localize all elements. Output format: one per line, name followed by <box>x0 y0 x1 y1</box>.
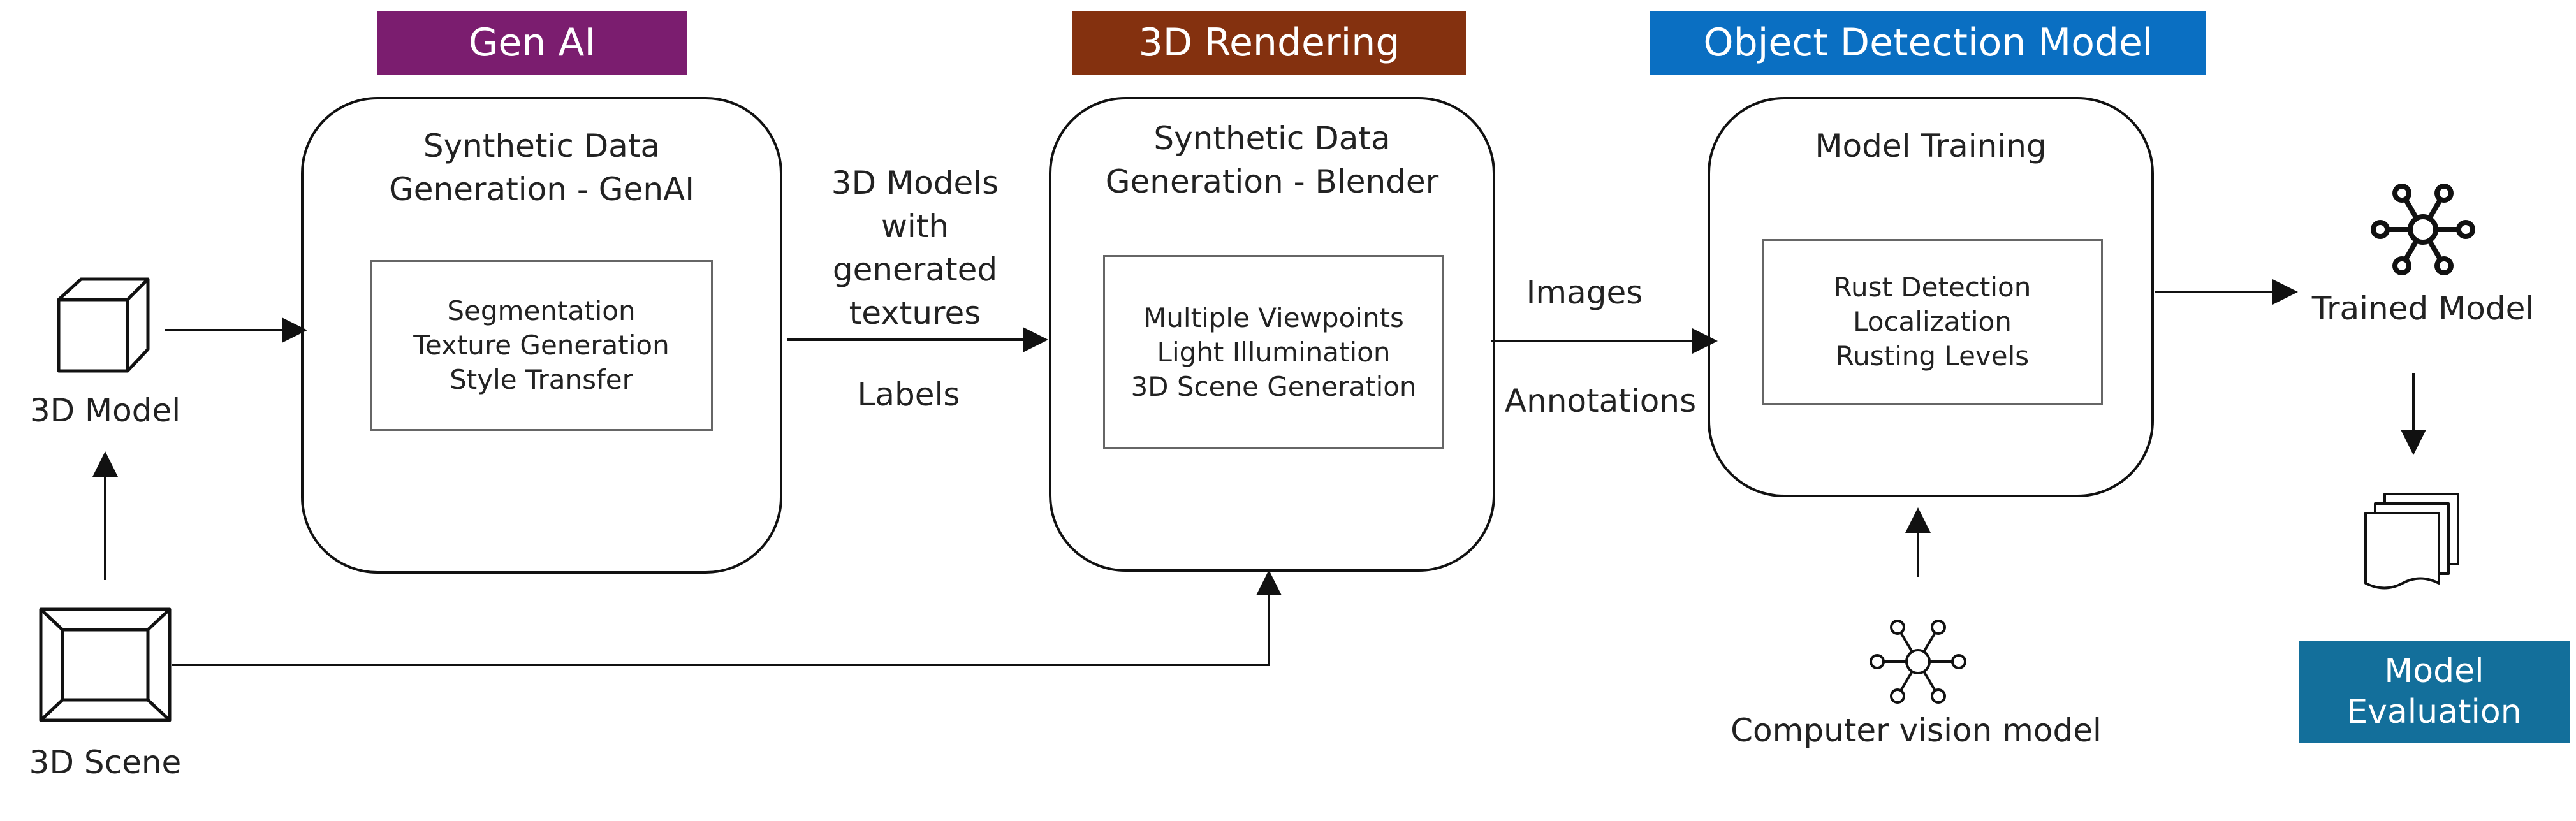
step-3d-scene-generation: 3D Scene Generation <box>1131 370 1417 402</box>
line-scene-to-blender <box>172 570 1282 666</box>
header-gen-ai-label: Gen AI <box>468 20 596 65</box>
stage-blender-box <box>1049 97 1495 572</box>
cube-icon <box>57 277 150 373</box>
step-texture-generation: Texture Generation <box>413 330 670 361</box>
document-stack-icon <box>2364 493 2459 590</box>
header-object-detection: Object Detection Model <box>1650 11 2206 75</box>
label-models-with-textures: 3D Models with generated textures <box>831 164 999 331</box>
label-3d-scene: 3D Scene <box>29 744 182 781</box>
label-trained-model: Trained Model <box>2311 290 2535 327</box>
stage-genai-box <box>301 97 782 574</box>
scene-frame-icon <box>39 607 172 722</box>
stage-training-box <box>1708 97 2154 497</box>
network-node-icon <box>1870 620 1966 704</box>
header-3d-rendering: 3D Rendering <box>1072 11 1466 75</box>
step-localization: Localization <box>1853 306 2012 337</box>
stage-genai-title: Synthetic Data Generation - GenAI <box>389 127 694 208</box>
step-rusting-levels: Rusting Levels <box>1835 340 2030 372</box>
step-rust-detection: Rust Detection <box>1833 272 2031 303</box>
training-steps-box: Rust Detection Localization Rusting Leve… <box>1762 239 2103 405</box>
label-3d-model: 3D Model <box>29 392 181 429</box>
blender-steps-box: Multiple Viewpoints Light Illumination 3… <box>1103 255 1444 449</box>
model-evaluation-badge: Model Evaluation <box>2299 641 2570 743</box>
step-multiple-viewpoints: Multiple Viewpoints <box>1143 302 1404 333</box>
model-evaluation-line-1: Model <box>2384 652 2484 690</box>
model-evaluation-line-2: Evaluation <box>2346 693 2522 731</box>
network-node-icon <box>2371 184 2475 275</box>
step-segmentation: Segmentation <box>447 295 636 326</box>
label-annotations: Annotations <box>1504 382 1697 419</box>
header-object-detection-label: Object Detection Model <box>1703 20 2153 65</box>
label-images: Images <box>1526 274 1643 311</box>
genai-steps-box: Segmentation Texture Generation Style Tr… <box>370 260 713 431</box>
label-computer-vision-model: Computer vision model <box>1731 712 2102 749</box>
step-style-transfer: Style Transfer <box>450 364 633 395</box>
header-3d-rendering-label: 3D Rendering <box>1138 20 1400 65</box>
stage-training-title: Model Training <box>1815 127 2047 164</box>
stage-blender-title: Synthetic Data Generation - Blender <box>1105 120 1439 200</box>
step-light-illumination: Light Illumination <box>1157 336 1391 368</box>
label-labels: Labels <box>857 376 960 413</box>
header-gen-ai: Gen AI <box>377 11 687 75</box>
